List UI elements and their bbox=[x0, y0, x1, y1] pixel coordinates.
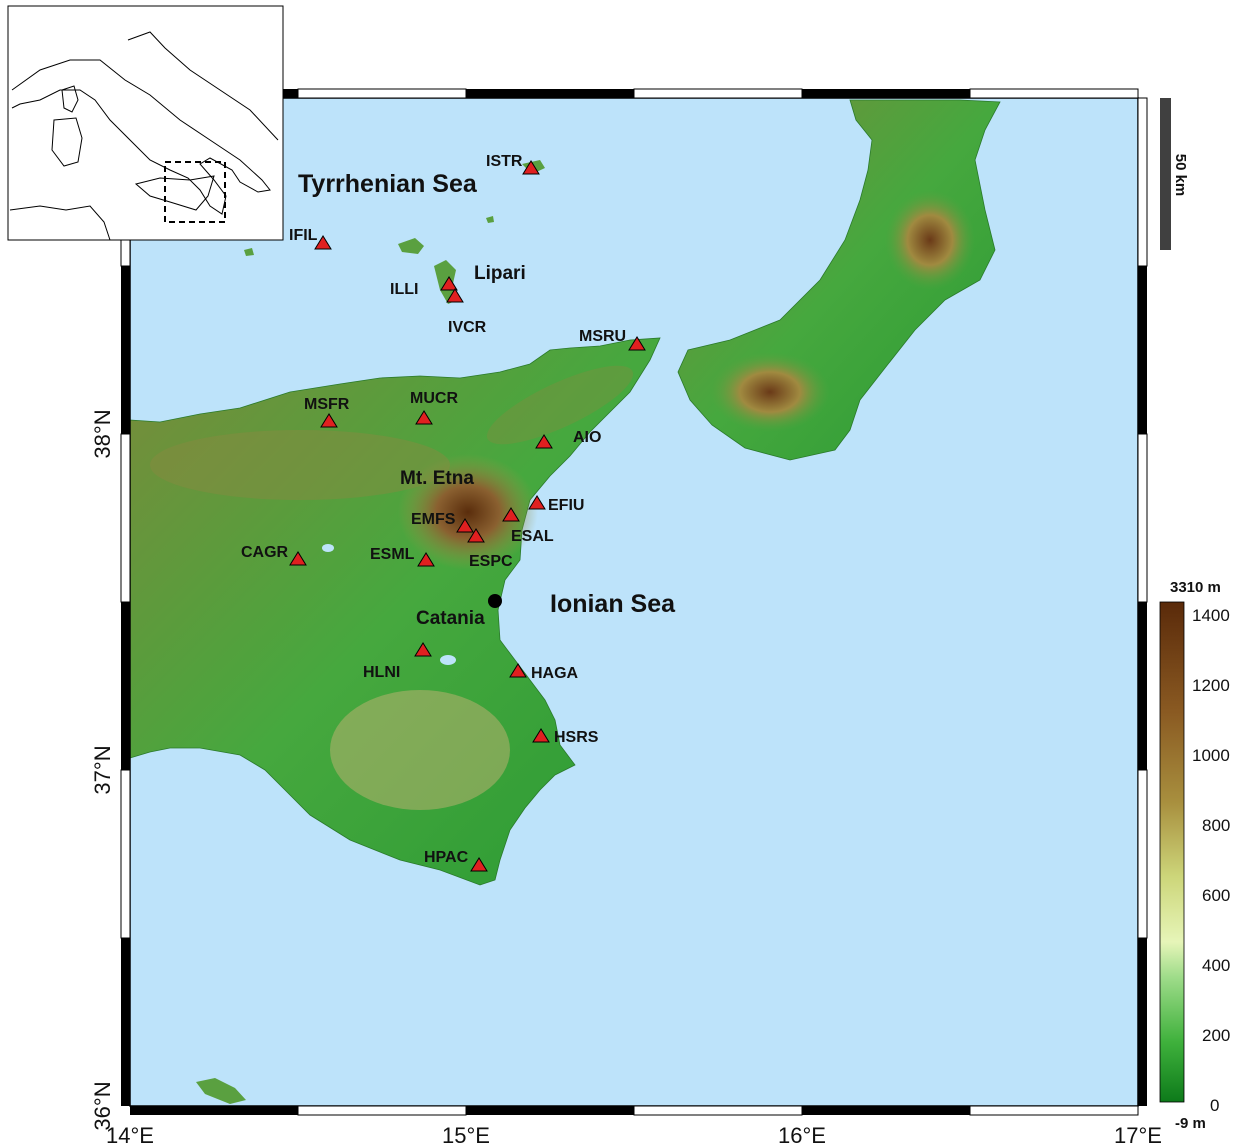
x-axis-labels: 14°E 15°E 16°E 17°E bbox=[106, 1123, 1162, 1148]
aspromonte-high bbox=[710, 352, 830, 432]
station-marker bbox=[415, 410, 433, 425]
station-marker bbox=[414, 642, 432, 657]
sea-label-tyrrhenian: Tyrrhenian Sea bbox=[298, 170, 478, 198]
station-label: MSRU bbox=[579, 328, 626, 345]
station-marker bbox=[289, 551, 307, 566]
station-label: ISTR bbox=[486, 153, 523, 170]
station-label: IVCR bbox=[448, 319, 487, 336]
station-label: CAGR bbox=[241, 544, 289, 561]
station-label: EMFS bbox=[411, 511, 456, 528]
salina-island bbox=[398, 238, 424, 254]
inset-italy-outline bbox=[11, 59, 271, 215]
station-marker bbox=[417, 552, 435, 567]
colorbar-tick: 800 bbox=[1202, 816, 1230, 835]
frame-border-horizontal bbox=[130, 88, 1139, 1116]
station-label: ILLI bbox=[390, 281, 418, 298]
panarea-island bbox=[486, 216, 494, 223]
station-marker bbox=[528, 495, 546, 510]
station-label: HPAC bbox=[424, 849, 469, 866]
inset-study-area-box bbox=[164, 161, 226, 223]
y-tick-label: 38°N bbox=[90, 409, 115, 458]
colorbar-min-label: -9 m bbox=[1175, 1115, 1206, 1132]
colorbar-tick: 600 bbox=[1202, 886, 1230, 905]
station-marker bbox=[446, 288, 464, 303]
place-label-lipari: Lipari bbox=[474, 263, 526, 284]
y-axis-labels: 36°N 37°N 38°N bbox=[90, 409, 115, 1130]
colorbar-tick: 1200 bbox=[1192, 676, 1230, 695]
station-marker bbox=[314, 235, 332, 250]
catania-city-marker bbox=[488, 594, 502, 608]
station-marker bbox=[628, 336, 646, 351]
colorbar-tick: 1400 bbox=[1192, 606, 1230, 625]
sea-label-ionian: Ionian Sea bbox=[550, 590, 676, 618]
x-tick-label: 15°E bbox=[442, 1123, 490, 1148]
inset-sardinia bbox=[51, 117, 83, 167]
colorbar-gradient bbox=[1159, 601, 1185, 1103]
x-tick-label: 14°E bbox=[106, 1123, 154, 1148]
station-marker bbox=[470, 857, 488, 872]
inset-tunisia-coast bbox=[9, 205, 111, 241]
station-label: AIO bbox=[573, 429, 601, 446]
station-label: HLNI bbox=[363, 664, 400, 681]
station-marker bbox=[535, 434, 553, 449]
station-marker bbox=[320, 413, 338, 428]
etna-summit bbox=[398, 454, 538, 570]
y-tick-label: 37°N bbox=[90, 745, 115, 794]
station-label: HSRS bbox=[554, 729, 599, 746]
station-marker bbox=[509, 663, 527, 678]
station-marker bbox=[456, 518, 474, 533]
colorbar-tick: 400 bbox=[1202, 956, 1230, 975]
stations: ISTR IFIL ILLI IVCR MSRU MSFR MUCR AIO E… bbox=[241, 153, 646, 872]
malta-island bbox=[196, 1078, 246, 1104]
station-label: EFIU bbox=[548, 497, 584, 514]
colorbar-tick: 0 bbox=[1210, 1096, 1219, 1115]
place-label-catania: Catania bbox=[416, 608, 485, 629]
place-label-etna: Mt. Etna bbox=[400, 468, 474, 489]
y-tick-label: 36°N bbox=[90, 1081, 115, 1130]
station-marker bbox=[440, 276, 458, 291]
sila-high bbox=[885, 190, 975, 290]
colorbar-max-label: 3310 m bbox=[1170, 579, 1221, 596]
scale-bar-label: 50 km bbox=[1172, 154, 1189, 197]
station-marker bbox=[467, 528, 485, 543]
lake bbox=[440, 655, 456, 665]
station-label: HAGA bbox=[531, 665, 579, 682]
scale-bar: 50 km bbox=[1160, 98, 1189, 250]
inset-sicily bbox=[134, 175, 215, 211]
inset-balkan-coast bbox=[127, 31, 279, 141]
station-label: ESPC bbox=[469, 553, 513, 570]
station-label: MUCR bbox=[410, 390, 458, 407]
lake bbox=[322, 544, 334, 552]
station-label: MSFR bbox=[304, 396, 350, 413]
colorbar: 3310 m -9 m 1400 1200 1000 800 600 400 2… bbox=[1159, 579, 1230, 1132]
station-label: ESAL bbox=[511, 528, 554, 545]
peloritani-range bbox=[486, 365, 634, 445]
nebrodi-range bbox=[150, 430, 450, 500]
station-label: ESML bbox=[370, 546, 415, 563]
station-label: IFIL bbox=[289, 227, 318, 244]
station-marker bbox=[522, 160, 540, 175]
inset-map bbox=[7, 5, 284, 241]
sicily-landmass bbox=[129, 337, 661, 886]
filicudi-island bbox=[244, 248, 254, 256]
colorbar-tick: 1000 bbox=[1192, 746, 1230, 765]
station-marker bbox=[502, 507, 520, 522]
x-tick-label: 17°E bbox=[1114, 1123, 1162, 1148]
hyblaean-plateau bbox=[330, 690, 510, 810]
inset-corsica bbox=[61, 85, 79, 113]
station-marker bbox=[532, 728, 550, 743]
x-tick-label: 16°E bbox=[778, 1123, 826, 1148]
colorbar-tick: 200 bbox=[1202, 1026, 1230, 1045]
